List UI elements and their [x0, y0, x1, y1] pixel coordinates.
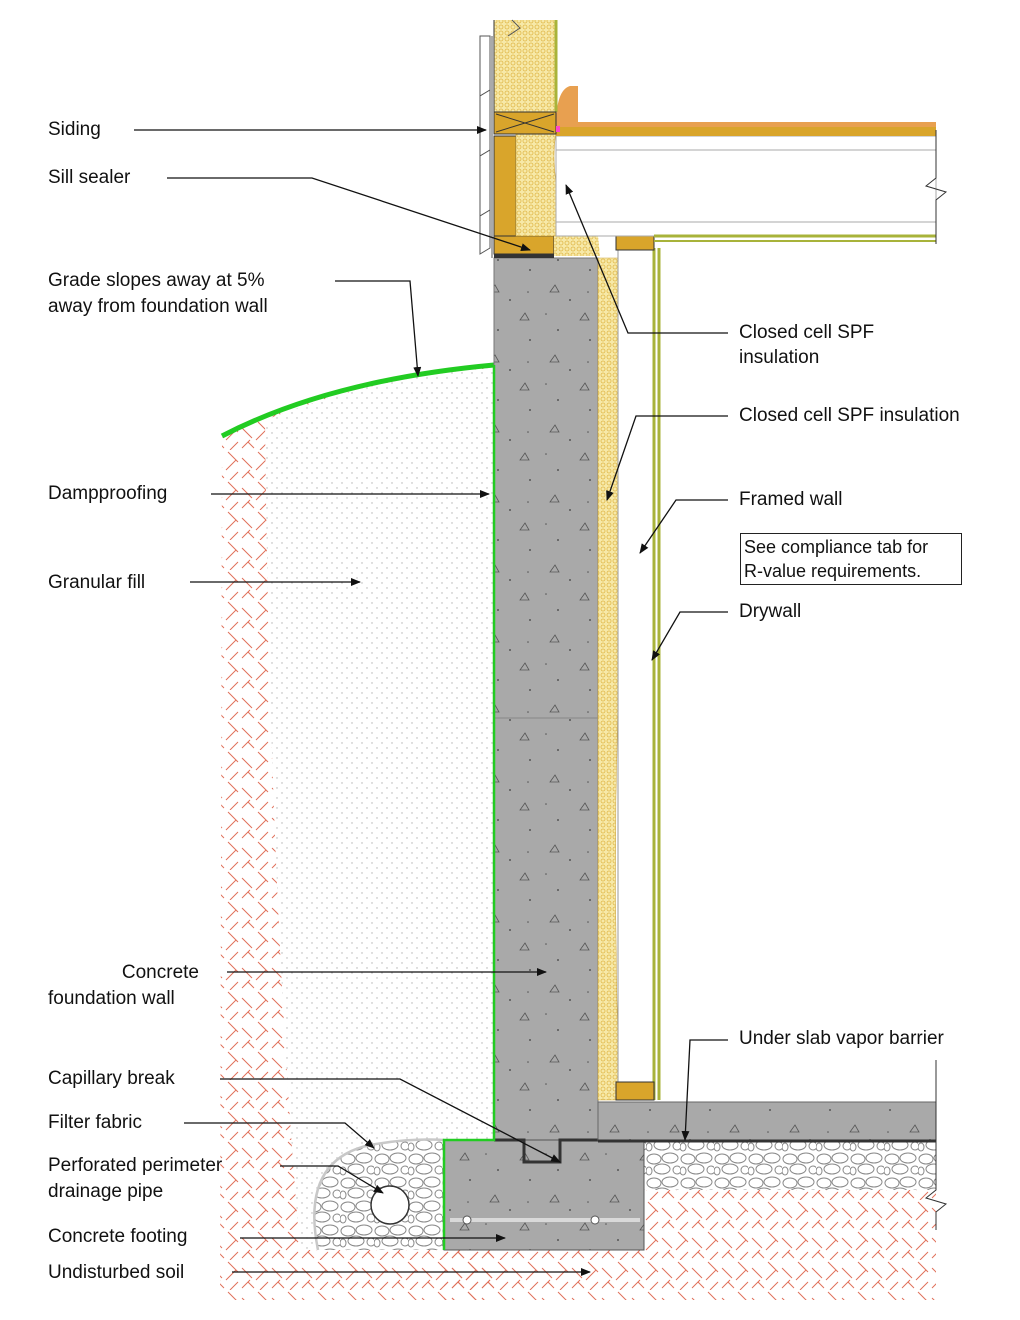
label-spf-rim-line2: insulation [739, 347, 820, 368]
sill-plate [493, 235, 555, 255]
drain-pipe [370, 1185, 410, 1225]
compliance-note-line1: See compliance tab for [744, 537, 929, 557]
filter-fabric [313, 1138, 445, 1251]
label-grade-line2: away from foundation wall [48, 296, 268, 317]
label-granular-fill: Granular fill [48, 572, 146, 593]
label-vapor-barrier: Under slab vapor barrier [739, 1028, 944, 1049]
label-drain-pipe-line1: Perforated perimeter [48, 1155, 223, 1176]
bottom-plate [615, 1081, 655, 1101]
top-plate [615, 235, 655, 251]
framed-wall-cavity [617, 247, 655, 1101]
label-siding: Siding [48, 119, 101, 140]
label-undisturbed-soil: Undisturbed soil [48, 1262, 185, 1283]
label-spf-rim-line1: Closed cell SPF [739, 322, 875, 343]
floor-slab [597, 1101, 937, 1141]
label-drywall: Drywall [739, 601, 802, 622]
siding [479, 35, 493, 258]
label-dampproofing: Dampproofing [48, 483, 168, 504]
grade-line [220, 362, 495, 439]
leader-lines [134, 126, 728, 1276]
label-sill-sealer: Sill sealer [48, 167, 131, 188]
compliance-note: See compliance tab for R-value requireme… [740, 533, 962, 585]
footing [443, 1139, 645, 1251]
label-grade-line1: Grade slopes away at 5% [48, 270, 265, 291]
compliance-note-line2: R-value requirements. [744, 561, 922, 581]
label-filter-fabric: Filter fabric [48, 1112, 142, 1133]
upper-wall-stud [494, 20, 556, 112]
label-capillary-break: Capillary break [48, 1068, 175, 1089]
rim-joist [493, 135, 517, 237]
label-foundation-wall-line2: foundation wall [48, 988, 175, 1009]
foundation-wall [493, 257, 599, 1141]
label-drain-pipe-line2: drainage pipe [48, 1181, 164, 1202]
dampproofing-line [442, 365, 496, 1250]
floor-finish [556, 122, 936, 127]
slab-gravel [644, 1142, 936, 1190]
label-foundation-wall-line1: Concrete [121, 962, 199, 983]
label-footing: Concrete footing [48, 1226, 188, 1247]
sill-sealer-strip [494, 254, 554, 258]
subfloor [556, 126, 936, 136]
floor-joist [555, 135, 937, 237]
label-spf-wall: Closed cell SPF insulation [739, 405, 960, 426]
soil-under-footing [444, 1250, 644, 1300]
label-framed-wall: Framed wall [739, 489, 843, 510]
